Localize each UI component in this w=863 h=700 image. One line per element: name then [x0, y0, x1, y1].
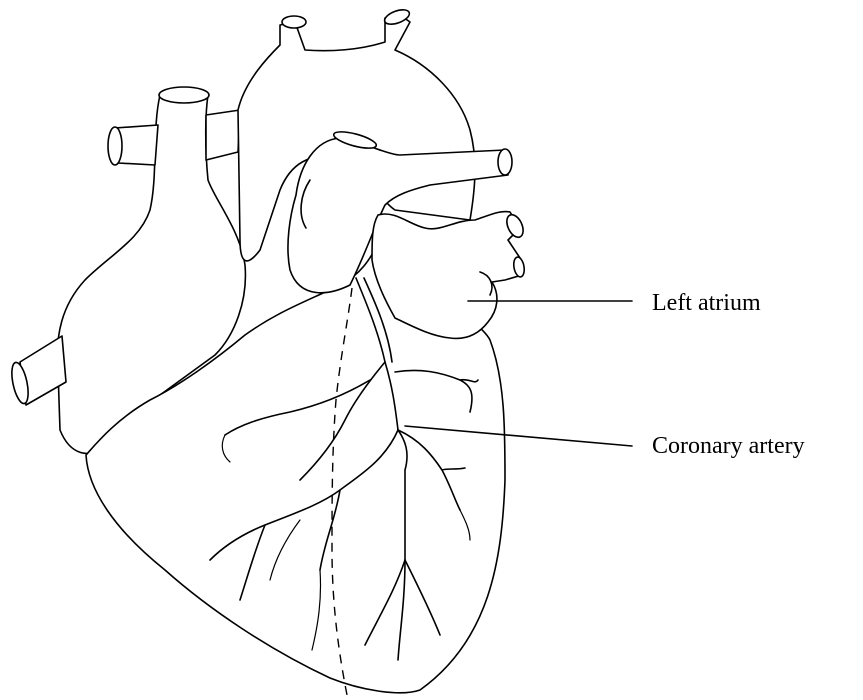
label-coronary-artery: Coronary artery	[652, 434, 805, 458]
label-left-atrium: Left atrium	[652, 291, 761, 315]
